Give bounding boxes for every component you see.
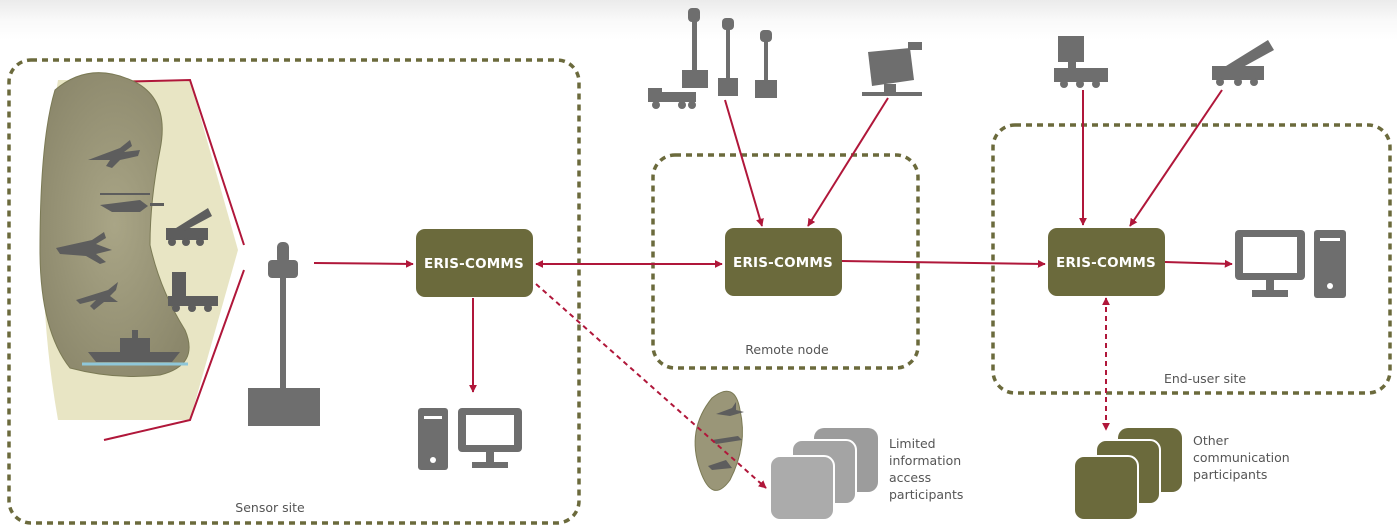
- end-user-node-label: ERIS-COMMS: [1056, 255, 1156, 271]
- end-user-site-zone: End-user site: [991, 123, 1392, 395]
- end-user-computer-icon: [1235, 230, 1346, 298]
- sensor-site-label: Sensor site: [235, 500, 305, 515]
- remote-node-label-box: ERIS-COMMS: [733, 255, 833, 271]
- limited-participants-stack: [769, 428, 878, 521]
- limited-participants-label: Limited information access participants: [889, 436, 965, 502]
- remote-node-label: Remote node: [745, 342, 829, 357]
- other-participants-label: Other communication participants: [1193, 433, 1294, 482]
- fighter-jet-icon: [56, 232, 112, 264]
- sensor-node-label: ERIS-COMMS: [424, 256, 524, 272]
- antenna-mast-icon: [248, 242, 320, 426]
- drone-icon: [76, 282, 118, 310]
- end-user-launcher-truck-icon: [1212, 40, 1274, 86]
- arrow-mast-to-remote: [724, 99, 764, 227]
- connection-arrows: [313, 89, 1233, 489]
- sensor-coverage-area: [39, 72, 245, 441]
- truck-icon: [648, 88, 696, 109]
- radar-masts-icon: [682, 8, 777, 98]
- arrow-end-user-to-computer: [1164, 259, 1233, 268]
- radar-truck-icon: [168, 272, 218, 312]
- computer-icon: [418, 408, 522, 470]
- limited-coverage-blob: [694, 390, 744, 491]
- remote-eris-comms-node: ERIS-COMMS: [725, 228, 842, 296]
- arrow-remote-to-end-user: [841, 259, 1046, 268]
- rocket-launcher-icon: [166, 208, 212, 246]
- arrow-radar-to-remote: [807, 97, 889, 227]
- sensor-eris-comms-node: ERIS-COMMS: [416, 229, 533, 297]
- end-user-eris-comms-node: ERIS-COMMS: [1048, 228, 1165, 296]
- arrow-sensor-to-limited: [535, 283, 767, 489]
- aircraft-icon: [88, 140, 140, 168]
- end-user-site-label: End-user site: [1164, 371, 1246, 386]
- helicopter-icon: [100, 193, 164, 212]
- remote-node-zone: Remote node: [651, 153, 920, 370]
- radar-icon: [862, 42, 922, 96]
- arrow-launcher-to-end-user: [1129, 89, 1223, 227]
- warship-icon: [82, 330, 188, 366]
- end-user-radar-truck-icon: [1054, 36, 1108, 88]
- sensor-site-zone: Sensor site: [7, 58, 581, 525]
- other-participants-stack: [1073, 428, 1182, 521]
- arrow-antenna-to-sensor-node: [313, 259, 414, 268]
